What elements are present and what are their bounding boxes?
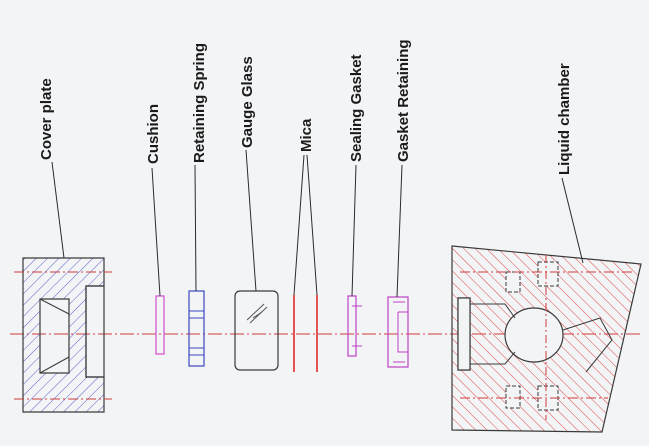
leader-cover-plate xyxy=(51,161,65,259)
gasket-retaining-part xyxy=(387,296,409,368)
label-cover-plate: Cover plate xyxy=(38,78,55,160)
label-cushion: Cushion xyxy=(145,104,162,164)
label-sealing-gasket: Sealing Gasket xyxy=(348,54,365,162)
label-mica: Mica xyxy=(298,118,315,152)
retaining-spring-part xyxy=(188,290,205,367)
label-gasket-retaining: Gasket Retaining xyxy=(395,39,412,162)
leader-gauge-glass xyxy=(245,149,257,292)
label-gauge-glass: Gauge Glass xyxy=(239,56,256,148)
leader-retaining-spring xyxy=(194,164,197,292)
leader-cushion xyxy=(151,167,161,297)
liquid-chamber-part xyxy=(451,245,642,433)
leader-mica-2 xyxy=(306,154,318,296)
leader-gasket-retaining xyxy=(396,164,403,298)
leader-sealing-gasket xyxy=(351,164,357,297)
sealing-gasket-part xyxy=(347,295,362,357)
label-retaining-spring: Retaining Spring xyxy=(191,43,208,163)
leader-liquid-chamber xyxy=(561,177,584,264)
label-liquid-chamber: Liquid chamber xyxy=(556,63,573,175)
cushion-part xyxy=(155,295,165,355)
leader-mica-1 xyxy=(293,154,305,296)
gauge-glass-part xyxy=(234,290,279,371)
cover-plate-part xyxy=(14,257,112,413)
